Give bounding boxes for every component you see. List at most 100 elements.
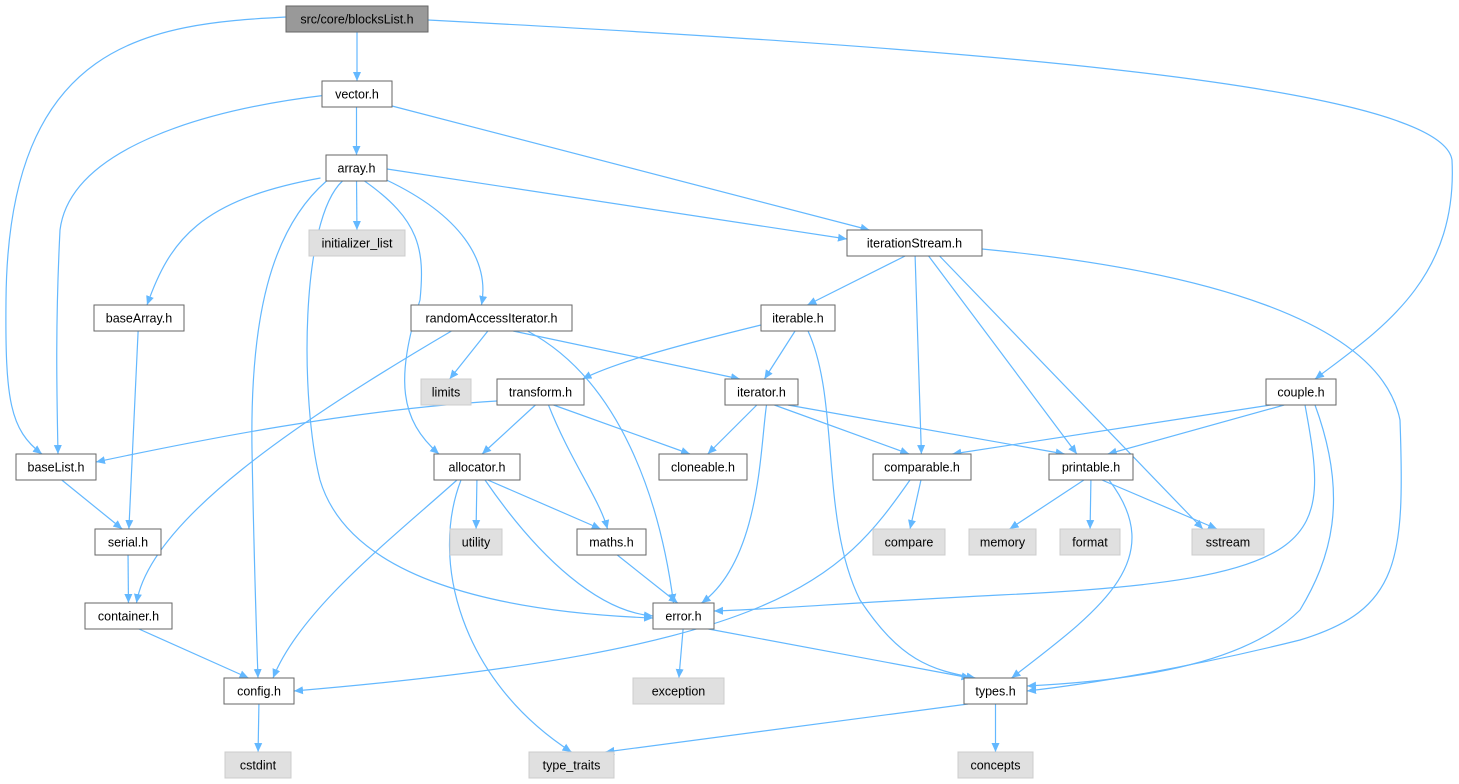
node-baseList[interactable]: baseList.h xyxy=(15,453,97,481)
node-box-type_traits xyxy=(528,751,615,779)
edge-maths-to-error xyxy=(616,554,679,604)
node-box-utility xyxy=(449,528,503,556)
node-box-printable xyxy=(1048,453,1134,481)
edge-randomAccessIterator-to-error xyxy=(527,330,677,604)
node-label-types: types.h xyxy=(975,685,1015,699)
edge-iterationStream-to-sstream xyxy=(939,255,1204,530)
edge-allocator-to-error xyxy=(484,479,654,620)
node-config[interactable]: config.h xyxy=(223,677,295,705)
edge-config-to-cstdint xyxy=(254,703,263,753)
node-label-initializer_list: initializer_list xyxy=(322,237,393,251)
node-label-iterable: iterable.h xyxy=(772,312,823,326)
edge-vector-to-iterationStream xyxy=(391,105,870,232)
edge-types-to-type_traits xyxy=(605,703,969,755)
node-types[interactable]: types.h xyxy=(963,677,1028,705)
node-vector[interactable]: vector.h xyxy=(321,80,393,108)
edge-iterator-to-error xyxy=(701,404,768,604)
node-box-vector xyxy=(321,80,393,108)
edge-iterator-to-printable xyxy=(787,404,1065,457)
node-format: format xyxy=(1059,528,1121,556)
node-blocksList[interactable]: src/core/blocksList.h xyxy=(285,5,429,33)
node-transform[interactable]: transform.h xyxy=(496,378,585,406)
node-label-memory: memory xyxy=(980,536,1026,550)
edge-baseList-to-serial xyxy=(61,479,123,530)
node-box-limits xyxy=(420,378,472,406)
node-label-iterationStream: iterationStream.h xyxy=(867,237,962,251)
node-box-blocksList xyxy=(285,5,429,33)
node-box-cloneable xyxy=(658,453,748,481)
node-box-config xyxy=(223,677,295,705)
node-printable[interactable]: printable.h xyxy=(1048,453,1134,481)
node-cstdint: cstdint xyxy=(224,751,292,779)
node-allocator[interactable]: allocator.h xyxy=(433,453,521,481)
edge-randomAccessIterator-to-limits xyxy=(449,330,489,380)
node-box-error xyxy=(652,602,715,630)
edge-printable-to-memory xyxy=(1009,479,1085,530)
node-comparable[interactable]: comparable.h xyxy=(872,453,972,481)
node-box-exception xyxy=(632,677,725,705)
node-iterator[interactable]: iterator.h xyxy=(724,378,799,406)
node-label-sstream: sstream xyxy=(1206,536,1250,550)
edge-error-to-types xyxy=(708,628,971,681)
node-utility: utility xyxy=(449,528,503,556)
node-box-baseList xyxy=(15,453,97,481)
node-label-maths: maths.h xyxy=(589,536,634,550)
node-box-format xyxy=(1059,528,1121,556)
node-label-blocksList: src/core/blocksList.h xyxy=(300,13,413,27)
node-box-maths xyxy=(576,528,647,556)
node-label-config: config.h xyxy=(237,685,281,699)
node-limits: limits xyxy=(420,378,472,406)
edge-blocksList-to-couple xyxy=(427,19,1453,380)
node-label-array: array.h xyxy=(338,162,376,176)
node-iterable[interactable]: iterable.h xyxy=(760,304,836,332)
edge-baseArray-to-serial xyxy=(125,330,139,530)
node-maths[interactable]: maths.h xyxy=(576,528,647,556)
node-compare: compare xyxy=(872,528,946,556)
node-error[interactable]: error.h xyxy=(652,602,715,630)
edge-printable-to-types xyxy=(1011,479,1133,679)
node-randomAccessIterator[interactable]: randomAccessIterator.h xyxy=(410,304,573,332)
node-iterationStream[interactable]: iterationStream.h xyxy=(846,229,983,257)
node-box-memory xyxy=(968,528,1037,556)
edge-transform-to-cloneable xyxy=(553,404,691,455)
node-label-couple: couple.h xyxy=(1277,386,1324,400)
node-type_traits: type_traits xyxy=(528,751,615,779)
edge-iterator-to-comparable xyxy=(774,404,910,455)
edge-iterable-to-types xyxy=(807,330,976,681)
edge-error-to-exception xyxy=(675,628,684,679)
edge-randomAccessIterator-to-iterator xyxy=(512,330,741,382)
node-baseArray[interactable]: baseArray.h xyxy=(93,304,185,332)
node-box-serial xyxy=(94,528,162,556)
node-label-vector: vector.h xyxy=(335,88,379,102)
node-label-baseArray: baseArray.h xyxy=(106,312,173,326)
node-box-concepts xyxy=(957,751,1034,779)
node-label-limits: limits xyxy=(432,386,460,400)
edge-blocksList-to-baseList xyxy=(5,16,287,455)
node-label-iterator: iterator.h xyxy=(737,386,786,400)
edge-array-to-baseArray xyxy=(146,177,321,306)
node-label-error: error.h xyxy=(665,610,701,624)
edge-transform-to-maths xyxy=(547,404,610,530)
node-serial[interactable]: serial.h xyxy=(94,528,162,556)
edge-transform-to-allocator xyxy=(481,404,536,455)
node-container[interactable]: container.h xyxy=(84,602,173,630)
edge-iterator-to-cloneable xyxy=(707,404,758,455)
node-box-types xyxy=(963,677,1028,705)
node-exception: exception xyxy=(632,677,725,705)
edge-iterationStream-to-iterable xyxy=(807,255,906,306)
node-label-compare: compare xyxy=(885,536,934,550)
edge-allocator-to-config xyxy=(272,479,458,679)
node-memory: memory xyxy=(968,528,1037,556)
edge-allocator-to-type_traits xyxy=(448,479,572,753)
node-couple[interactable]: couple.h xyxy=(1265,378,1337,406)
edge-iterationStream-to-types xyxy=(981,248,1402,694)
node-label-concepts: concepts xyxy=(970,759,1020,773)
node-label-allocator: allocator.h xyxy=(449,461,506,475)
edge-iterable-to-iterator xyxy=(763,330,796,380)
edge-couple-to-printable xyxy=(1107,404,1285,456)
node-cloneable[interactable]: cloneable.h xyxy=(658,453,748,481)
edge-printable-to-format xyxy=(1086,479,1095,530)
node-box-iterable xyxy=(760,304,836,332)
node-array[interactable]: array.h xyxy=(325,154,388,182)
node-box-couple xyxy=(1265,378,1337,406)
